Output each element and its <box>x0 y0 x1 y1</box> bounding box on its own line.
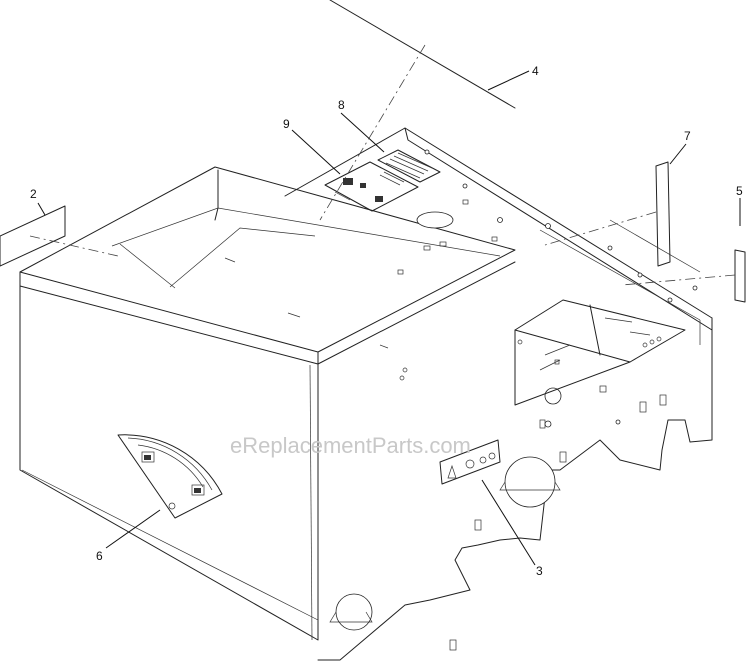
decal-4 <box>329 0 516 109</box>
decal-7 <box>655 161 671 267</box>
decal-2 <box>0 205 66 267</box>
watermark: eReplacementParts.com <box>230 433 471 458</box>
callout-2: 2 <box>30 187 37 201</box>
decal-9 <box>324 161 419 212</box>
callout-6: 6 <box>96 549 103 563</box>
main-frame <box>284 127 713 661</box>
assembly-lines <box>29 44 736 286</box>
callout-8: 8 <box>338 98 345 112</box>
leader-lines <box>37 70 741 566</box>
decal-5 <box>734 249 746 303</box>
decal-8 <box>377 149 441 183</box>
decal-3 <box>439 439 501 485</box>
decal-6 <box>117 434 223 519</box>
hopper-box <box>19 166 516 641</box>
callout-7: 7 <box>684 129 691 143</box>
callout-9: 9 <box>283 117 290 131</box>
callout-3: 3 <box>536 564 543 578</box>
inner-tray <box>514 299 686 406</box>
callout-4: 4 <box>532 64 539 78</box>
callout-5: 5 <box>736 184 743 198</box>
